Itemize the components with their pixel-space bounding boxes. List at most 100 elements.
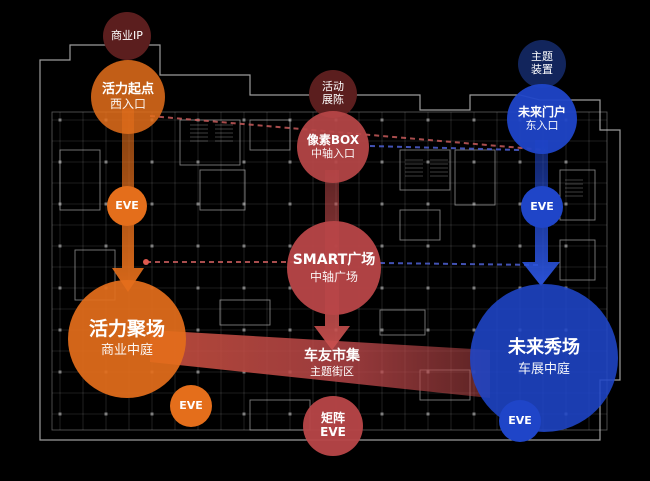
floorplan-line	[426, 286, 430, 290]
matrix-eve-line1: 矩阵	[320, 411, 345, 426]
floorplan-line	[249, 119, 291, 151]
floorplan-line	[196, 286, 200, 290]
floorplan-line	[472, 160, 476, 164]
floorplan-line	[380, 412, 384, 416]
matrix-eve-line2: EVE	[320, 425, 346, 439]
floorplan-line	[150, 244, 154, 248]
floorplan-line	[472, 118, 476, 122]
floorplan-line	[196, 244, 200, 248]
floorplan-line	[380, 244, 384, 248]
vitality-plaza-title: 活力聚场	[88, 317, 165, 340]
floorplan-line	[242, 412, 246, 416]
dashed-connector-top-east	[369, 145, 521, 151]
floorplan-line	[196, 160, 200, 164]
floorplan-line	[426, 118, 430, 122]
floorplan-line	[518, 202, 522, 206]
east-entrance-node[interactable]: 未来门户 东入口	[507, 84, 577, 154]
floorplan-line	[196, 370, 200, 374]
floorplan-line	[58, 412, 62, 416]
east-entrance-title: 未来门户	[517, 104, 566, 119]
floorplan-line	[380, 202, 384, 206]
vitality-plaza-subtitle: 商业中庭	[100, 343, 153, 359]
pixel-box-node[interactable]: 像素BOX 中轴入口	[297, 111, 369, 183]
floorplan-line	[196, 202, 200, 206]
theme-small-node[interactable]: 主题 装置	[518, 40, 566, 88]
future-show-subtitle: 车展中庭	[517, 361, 570, 377]
floorplan-line	[380, 160, 384, 164]
floorplan-line	[399, 209, 441, 241]
floorplan-line	[288, 244, 292, 248]
floorplan-line	[58, 244, 62, 248]
car-market-label[interactable]: 车友市集 主题街区	[282, 348, 382, 379]
floorplan-line	[472, 202, 476, 206]
floorplan-line	[58, 370, 62, 374]
event-small-node[interactable]: 活动 展陈	[309, 70, 357, 118]
west-entrance-subtitle: 西入口	[109, 96, 146, 111]
future-show-title: 未来秀场	[508, 337, 580, 359]
floorplan-line	[426, 244, 430, 248]
floorplan-line	[454, 149, 496, 206]
matrix-eve-node[interactable]: 矩阵 EVE	[303, 396, 363, 456]
floorplan-line	[59, 149, 101, 211]
west-entrance-title: 活力起点	[101, 81, 154, 97]
eve-west-node[interactable]: EVE	[107, 186, 147, 226]
floorplan-line	[564, 244, 568, 248]
floorplan-line	[426, 328, 430, 332]
floorplan-line	[518, 244, 522, 248]
eve-east-label: EVE	[530, 199, 554, 213]
floorplan-line	[472, 412, 476, 416]
floorplan-line	[242, 160, 246, 164]
floorplan-line	[219, 299, 271, 326]
floorplan-line	[104, 244, 108, 248]
floorplan-line	[242, 118, 246, 122]
floorplan-line	[150, 160, 154, 164]
floorplan-line	[559, 169, 596, 221]
floorplan-line	[58, 328, 62, 332]
west-entrance-node[interactable]: 活力起点 西入口	[91, 60, 165, 134]
eve-southwest-node[interactable]: EVE	[170, 385, 212, 427]
floorplan-line	[426, 412, 430, 416]
eve-southeast-label: EVE	[508, 413, 532, 427]
vitality-plaza-node[interactable]: 活力聚场 商业中庭	[68, 280, 186, 398]
pixel-box-subtitle: 中轴入口	[311, 146, 355, 160]
theme-small-line1: 主题	[531, 50, 553, 64]
eve-southeast-node[interactable]: EVE	[499, 400, 541, 442]
floorplan-line	[288, 328, 292, 332]
floorplan-line	[380, 118, 384, 122]
floorplan-line	[104, 202, 108, 206]
future-show-node[interactable]: 未来秀场 车展中庭	[470, 284, 618, 432]
car-market-title: 车友市集	[304, 348, 360, 364]
floorplan-line	[150, 412, 154, 416]
floorplan-line	[380, 328, 384, 332]
floorplan-line	[242, 328, 246, 332]
floorplan-line	[288, 160, 292, 164]
street-band	[150, 330, 490, 398]
event-small-line2: 展陈	[322, 93, 344, 106]
floorplan-line	[288, 202, 292, 206]
floorplan-line	[399, 149, 451, 191]
ip-small-label: 商业IP	[111, 28, 143, 42]
floorplan-line	[379, 309, 426, 336]
floorplan-line	[179, 119, 241, 166]
floorplan-line	[472, 286, 476, 290]
floorplan-line	[564, 160, 568, 164]
pixel-box-title: 像素BOX	[306, 132, 360, 147]
floorplan-line	[58, 286, 62, 290]
floorplan-line	[242, 370, 246, 374]
eve-east-node[interactable]: EVE	[521, 186, 563, 228]
dashed-connector-middle-east	[379, 262, 541, 266]
smart-plaza-node[interactable]: SMART广场 中轴广场	[287, 221, 381, 315]
floorplan-line	[242, 244, 246, 248]
floorplan-line	[426, 202, 430, 206]
floorplan-line	[58, 118, 62, 122]
event-small-line1: 活动	[322, 80, 344, 94]
floorplan-line	[199, 169, 246, 211]
floorplan-line	[518, 160, 522, 164]
theme-small-line2: 装置	[531, 63, 553, 76]
eve-west-label: EVE	[115, 198, 139, 212]
floorplan-line	[196, 328, 200, 332]
floorplan-line	[104, 160, 108, 164]
ip-small-node[interactable]: 商业IP	[103, 12, 151, 60]
smart-plaza-title: SMART广场	[292, 251, 376, 268]
